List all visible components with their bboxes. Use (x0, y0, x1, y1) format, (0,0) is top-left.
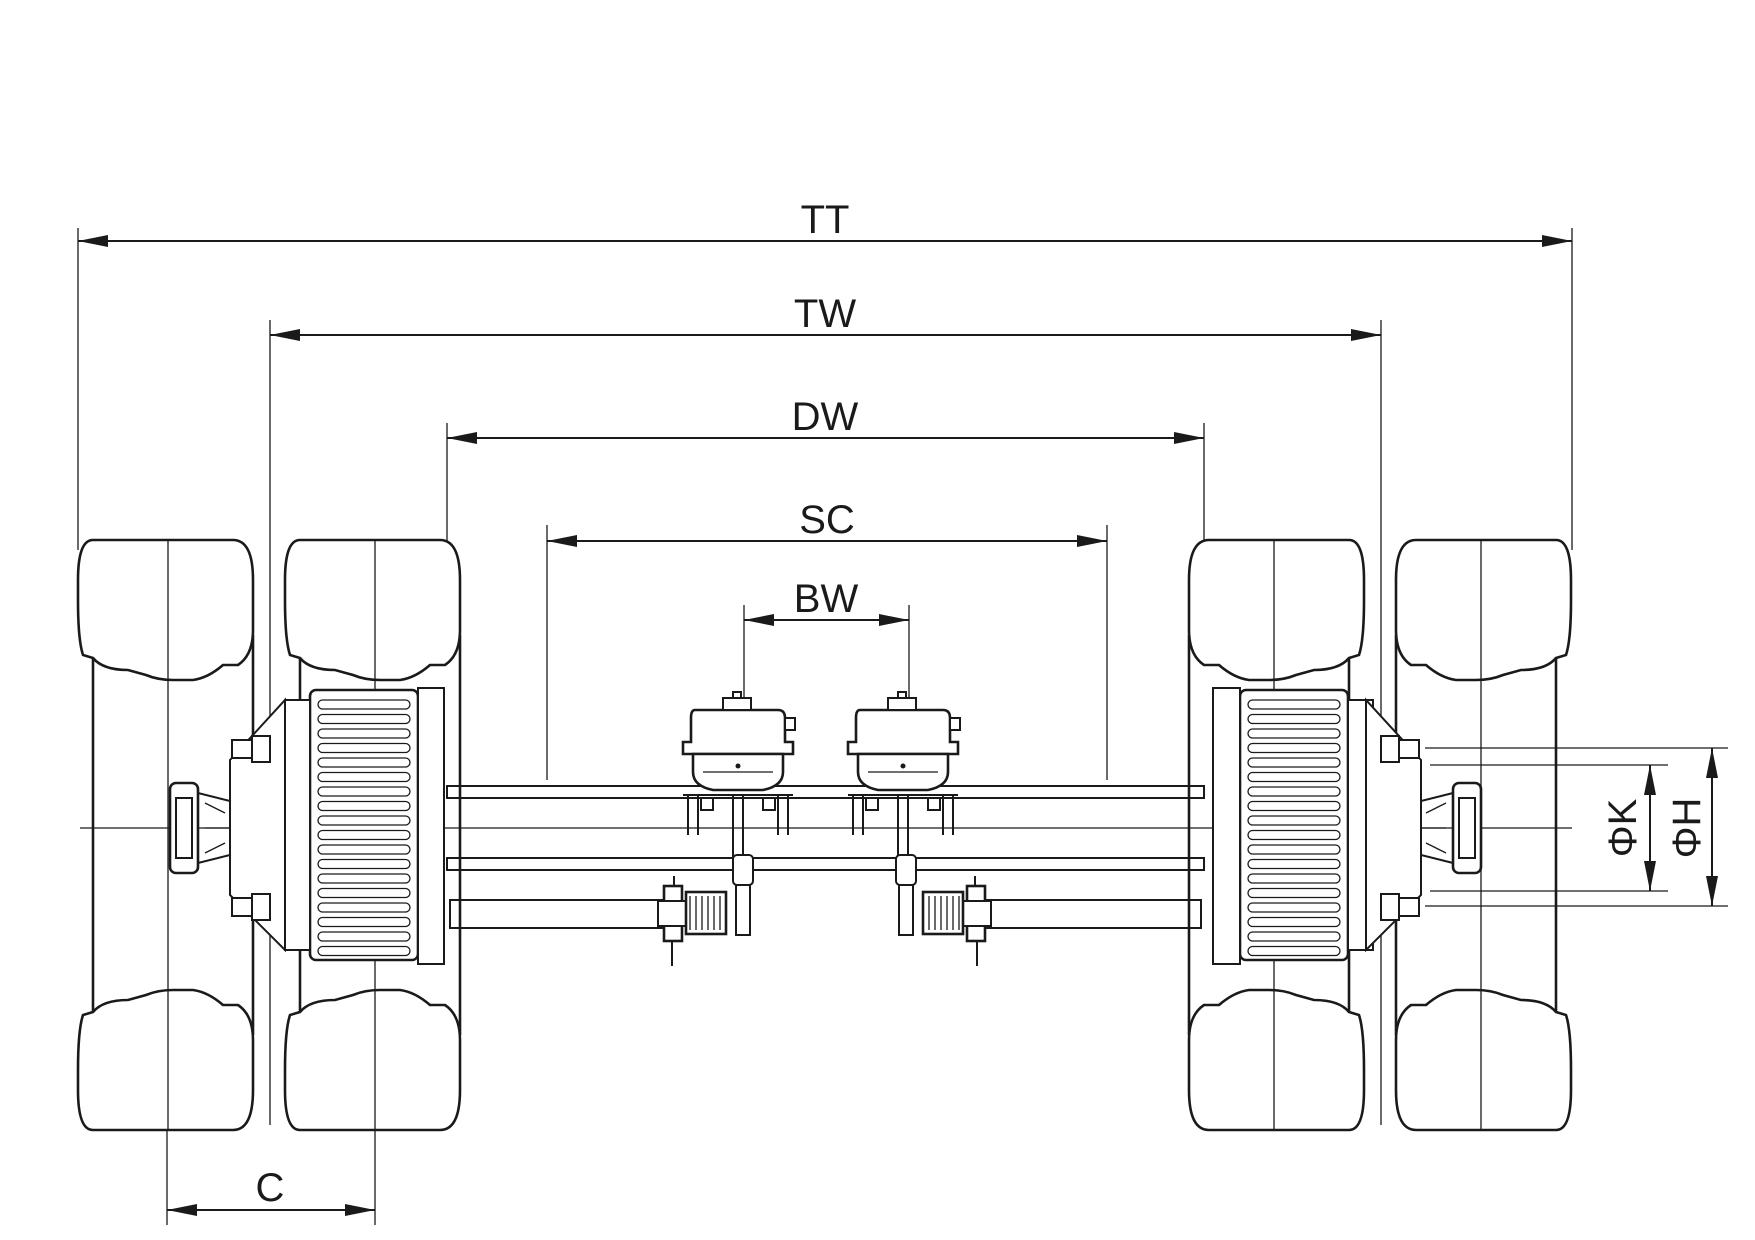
dimension-label-dw: DW (792, 395, 859, 439)
drum-fin (1247, 902, 1341, 913)
drum-fin (1247, 699, 1341, 710)
dimension-tw: TW (270, 292, 1381, 341)
drum-fin (317, 699, 411, 710)
dimension-sc: SC (547, 498, 1107, 547)
drum-fin (1247, 858, 1341, 870)
drum-fin (317, 902, 411, 913)
drum-fin (1247, 742, 1341, 754)
hub-right (1365, 697, 1483, 953)
drum-fin (1247, 800, 1341, 812)
drum-fin (1247, 945, 1341, 957)
drum-fin (317, 742, 411, 754)
dimension-phi-k: ΦK (1601, 765, 1656, 891)
drum-fin (1247, 771, 1341, 783)
drum-fin (1247, 713, 1341, 725)
drum-fin (317, 786, 411, 797)
drum-fin (1247, 931, 1341, 942)
brake-drum-left (284, 687, 445, 965)
drum-fin (317, 858, 411, 870)
drum-fin (317, 757, 411, 768)
dimension-label-phi-k: ΦK (1601, 798, 1645, 857)
drum-fin (317, 815, 411, 826)
dimension-label-sc: SC (799, 498, 855, 542)
drum-fin (1247, 757, 1341, 768)
drum-fin (317, 916, 411, 928)
dimension-dw: DW (447, 395, 1204, 444)
drum-fin (317, 800, 411, 812)
dimension-label-tw: TW (794, 292, 856, 336)
dimension-c: C (167, 1166, 375, 1216)
brake-chamber-right (846, 690, 962, 867)
drum-fin (317, 771, 411, 783)
dimension-tt: TT (78, 198, 1572, 247)
tire-outer-left (76, 538, 255, 1132)
drum-fin (317, 713, 411, 725)
drum-fin (1247, 829, 1341, 841)
brake-chamber-left (681, 690, 797, 867)
drum-fin (317, 887, 411, 899)
axle-beam (446, 785, 1205, 929)
drum-fin (317, 931, 411, 942)
drum-fin (1247, 728, 1341, 739)
drum-fin (317, 728, 411, 739)
drum-fin (317, 873, 411, 884)
drum-fin (1247, 916, 1341, 928)
dimension-label-tt: TT (801, 198, 850, 242)
slack-adjuster-right (895, 854, 993, 968)
dimension-label-c: C (256, 1166, 285, 1210)
dimension-bw: BW (744, 577, 909, 626)
tire-outer-right (1394, 538, 1573, 1132)
dimension-label-phi-h: ΦH (1665, 798, 1709, 859)
drum-fin (317, 844, 411, 855)
hub-left (168, 697, 286, 953)
brake-drum-right (1212, 687, 1374, 965)
dimension-label-bw: BW (794, 577, 859, 621)
slack-adjuster-left (656, 854, 754, 968)
dimension-phi-h: ΦH (1665, 748, 1718, 906)
drum-fin (1247, 786, 1341, 797)
drum-fin (1247, 815, 1341, 826)
drum-fin (1247, 887, 1341, 899)
drum-fin (317, 945, 411, 957)
drum-fin (1247, 873, 1341, 884)
drum-fin (317, 829, 411, 841)
drum-fin (1247, 844, 1341, 855)
